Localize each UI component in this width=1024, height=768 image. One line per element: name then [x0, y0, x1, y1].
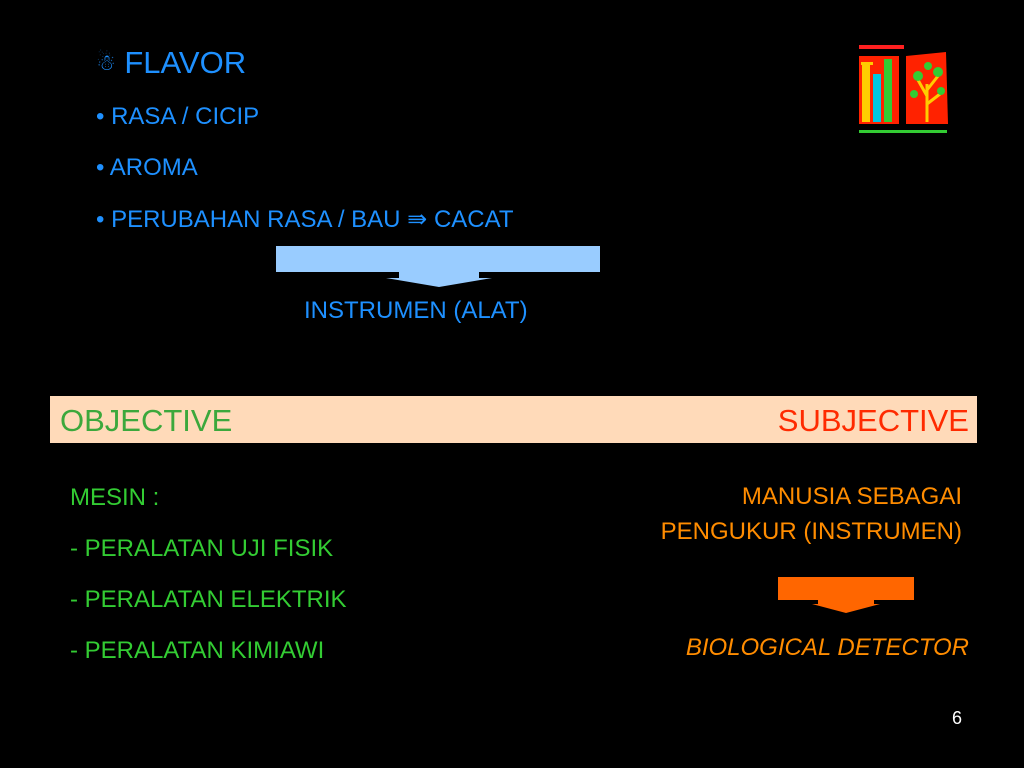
list-item: - PERALATAN UJI FISIK [70, 535, 334, 562]
flavor-heading: ☃ FLAVOR [96, 45, 246, 81]
subjective-line-2: PENGUKUR (INSTRUMEN) [660, 518, 962, 545]
chart-tree-logo [859, 45, 948, 133]
page-number: 6 [951, 708, 962, 728]
subjective-label: SUBJECTIVE [777, 403, 969, 438]
flavor-title: FLAVOR [124, 45, 247, 80]
list-item: - PERALATAN KIMIAWI [70, 637, 325, 664]
biological-detector-label: BIOLOGICAL DETECTOR [685, 634, 969, 661]
bullet-text: PERUBAHAN RASA / BAU ⇛ CACAT [111, 206, 514, 233]
bullet-item: • RASA / CICIP [96, 103, 260, 130]
list-item: - PERALATAN ELEKTRIK [70, 586, 347, 613]
instrumen-label: INSTRUMEN (ALAT) [304, 297, 528, 324]
bullet-item: • PERUBAHAN RASA / BAU ⇛ CACAT [96, 206, 514, 233]
objective-label: OBJECTIVE [60, 403, 233, 438]
bullet-text: AROMA [109, 154, 198, 181]
down-arrow-icon [778, 577, 914, 613]
objective-subjective-band: OBJECTIVE SUBJECTIVE [50, 396, 977, 443]
bullet-item: • AROMA [96, 154, 198, 181]
subjective-line-1: MANUSIA SEBAGAI [741, 483, 962, 510]
objective-heading: MESIN : [70, 484, 160, 511]
down-arrow-icon [276, 246, 600, 287]
bullet-text: RASA / CICIP [111, 103, 260, 130]
snowman-icon: ☃ [96, 50, 116, 75]
